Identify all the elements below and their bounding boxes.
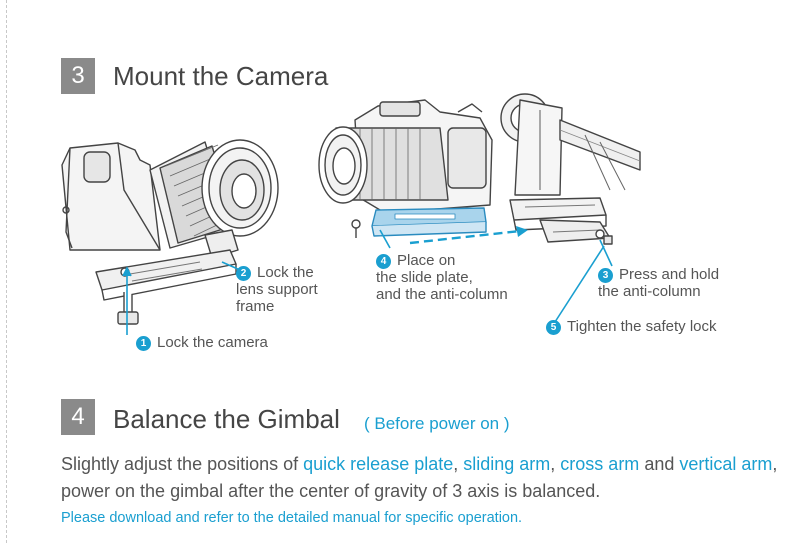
camera-2-illustration <box>318 99 493 238</box>
callout-4-line-3: and the anti-column <box>376 286 508 303</box>
callout-3-line-2: the anti-column <box>598 283 701 300</box>
callout-1-number: 1 <box>136 336 151 351</box>
body-text-4: and <box>639 454 680 474</box>
step-4-number-box: 4 <box>61 399 95 435</box>
step-4-title: Balance the Gimbal <box>113 404 340 434</box>
callout-tighten-lock: 5 Tighten the safety lock <box>546 318 717 335</box>
callout-press-hold: 3 Press and hold the anti-column <box>598 266 719 300</box>
callout-4-number: 4 <box>376 254 391 269</box>
callout-3-number: 3 <box>598 268 613 283</box>
callout-2-line-2: lens support <box>236 281 318 298</box>
highlight-sliding-arm: sliding arm <box>463 454 551 474</box>
callout-5-text: Tighten the safety lock <box>567 318 717 335</box>
balance-instructions: Slightly adjust the positions of quick r… <box>61 451 781 505</box>
camera-1-illustration <box>61 139 279 325</box>
gimbal-head-illustration <box>500 93 641 245</box>
callout-5-number: 5 <box>546 320 561 335</box>
body-text-1: Slightly adjust the positions of <box>61 454 304 474</box>
body-text-2: , <box>453 454 464 474</box>
step-3-title: Mount the Camera <box>113 61 329 91</box>
callout-4-line-2: the slide plate, <box>376 269 473 286</box>
callout-4-pointer <box>379 229 391 249</box>
callout-4-line-1: Place on <box>397 252 456 269</box>
step-3-number-box: 3 <box>61 58 95 94</box>
callout-2-line-1: Lock the <box>257 264 314 281</box>
page-left-dashed-rule <box>6 0 7 543</box>
callout-2-number: 2 <box>236 266 251 281</box>
callout-3-line-1: Press and hold <box>619 266 720 283</box>
highlight-cross-arm: cross arm <box>560 454 640 474</box>
callout-2-line-3: frame <box>236 298 275 315</box>
body-text-5: , power on the gimbal after the center o… <box>61 454 778 501</box>
step-4-number: 4 <box>71 403 85 430</box>
callout-place-on-plate: 4 Place on the slide plate, and the anti-… <box>376 252 508 303</box>
manual-footnote: Please download and refer to the detaile… <box>61 510 523 526</box>
mount-camera-illustration <box>61 93 641 335</box>
callout-5-pointer <box>554 245 605 323</box>
highlight-quick-release-plate: quick release plate <box>303 454 454 474</box>
callout-lock-lens-support: 2 Lock the lens support frame <box>236 264 318 315</box>
step-4-note: ( Before power on ) <box>364 414 510 433</box>
step-3-number: 3 <box>71 62 85 89</box>
place-on-plate-dashed-arrow <box>409 229 521 245</box>
callout-1-text: Lock the camera <box>157 334 268 351</box>
highlight-vertical-arm: vertical arm <box>679 454 773 474</box>
body-text-3: , <box>550 454 561 474</box>
callout-3-pointer <box>599 239 613 267</box>
callout-lock-camera: 1 Lock the camera <box>136 334 268 351</box>
